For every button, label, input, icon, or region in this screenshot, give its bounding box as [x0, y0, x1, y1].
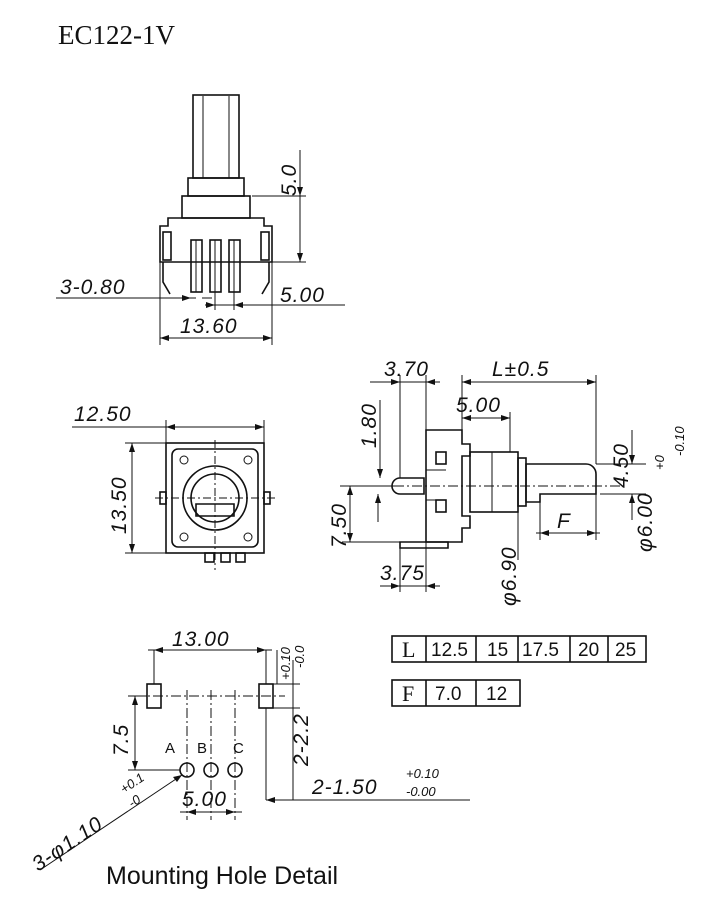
length-table-cell: 20: [578, 640, 599, 661]
pin-label-b: B: [197, 740, 207, 757]
dim-hole-pitch: 5.00: [182, 788, 227, 811]
dim-hole-width: 13.00: [172, 628, 230, 651]
dim-side-length: L±0.5: [492, 358, 549, 381]
mounting-hole-detail: [39, 647, 470, 871]
dim-side-d3: 1.80: [358, 403, 381, 448]
flat-table-cell: 7.0: [435, 684, 461, 705]
dim-front-width: 12.50: [74, 403, 132, 426]
dim-pin-pitch: 5.00: [280, 284, 325, 307]
pin-label-a: A: [165, 740, 175, 757]
length-table-cell: 17.5: [522, 640, 559, 661]
dim-front-height: 13.50: [108, 476, 131, 534]
length-table-cell: 15: [487, 640, 508, 661]
side-view: [340, 375, 646, 592]
dim-side-flat: 4.50: [610, 443, 633, 488]
dim-side-d4: 7.50: [328, 503, 351, 548]
dim-mount-hole: 2-1.50: [311, 776, 378, 799]
flat-table: [391, 679, 521, 707]
dim-shaft-tol-plus: +0: [652, 454, 667, 470]
pin-label-c: C: [233, 740, 244, 757]
length-table-cell: 25: [615, 640, 636, 661]
dim-side-d2: 5.00: [456, 394, 501, 417]
dim-pin-width: 3-0.80: [60, 276, 126, 299]
dim-side-f: F: [557, 510, 571, 533]
flat-table-cell: 12: [486, 684, 507, 705]
dim-side-d5: 3.75: [380, 562, 425, 585]
length-table-cell: 12.5: [431, 640, 468, 661]
length-table-key: L: [402, 637, 415, 662]
dim-mount-hole-tol-minus: -0.00: [406, 784, 436, 799]
dim-side-d1: 3.70: [384, 358, 429, 381]
dim-side-shaft-dia: φ6.00: [634, 492, 657, 552]
dim-top-height: 5.0: [278, 164, 301, 196]
flat-table-key: F: [402, 681, 414, 706]
top-view: [56, 94, 345, 345]
dim-pin-holes: 3-φ1.10: [28, 812, 107, 876]
dim-mount-hole-tol-plus: +0.10: [406, 766, 440, 781]
dim-body-width: 13.60: [180, 315, 238, 338]
dim-hole-width-tol-minus: -0.0: [292, 645, 307, 668]
front-view: [72, 420, 275, 570]
dim-side-d6: φ6.90: [498, 546, 521, 606]
part-number-title: EC122-1V: [58, 20, 175, 50]
dim-hole-width-tol-plus: +0.10: [278, 646, 293, 680]
dim-hole-slot: 2-2.2: [290, 713, 313, 767]
mounting-hole-caption: Mounting Hole Detail: [106, 862, 338, 890]
dim-shaft-tol-minus: -0.10: [672, 426, 687, 456]
length-table: [391, 635, 647, 663]
dim-hole-height: 7.5: [110, 724, 133, 756]
